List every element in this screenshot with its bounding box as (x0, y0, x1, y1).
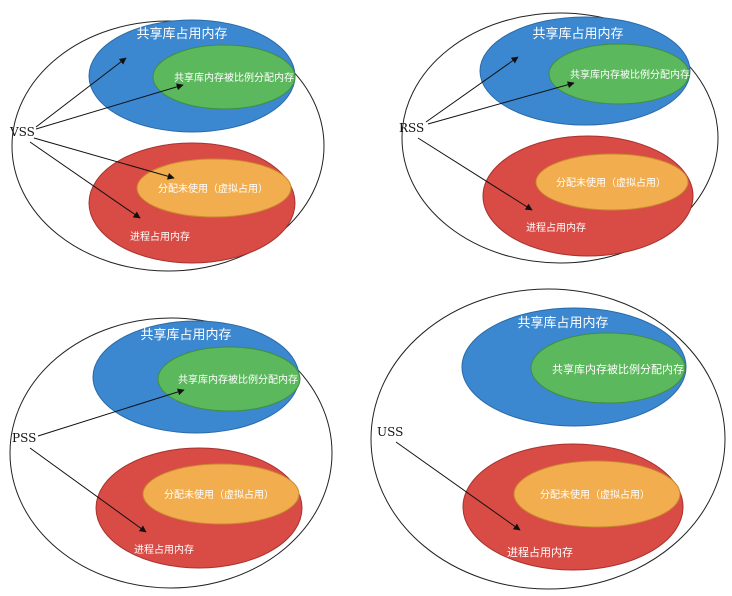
unused-ellipse (142, 463, 300, 525)
shared-part-ellipse (530, 332, 686, 404)
arrow-to-process (29, 141, 141, 219)
arrow-to-process (417, 137, 533, 211)
arrow-to-shared-part (37, 388, 185, 437)
shared-lib-label: 共享库占用内存 (517, 315, 608, 331)
shared-lib-label: 共享库占用内存 (532, 26, 623, 42)
metric-label: USS (377, 425, 403, 439)
shared-part-ellipse (548, 43, 690, 105)
unused-label: 分配未使用（虚拟占用） (164, 488, 274, 501)
arrow-to-process (29, 447, 147, 533)
metric-label: PSS (12, 431, 36, 445)
outer-ellipse (9, 317, 333, 589)
unused-label: 分配未使用（虚拟占用） (158, 182, 268, 195)
shared-part-label: 共享库内存被比例分配内存 (570, 68, 690, 81)
shared-part-label: 共享库内存被比例分配内存 (552, 362, 684, 376)
arrow-to-shared-lib (35, 57, 127, 128)
shared-lib-label: 共享库占用内存 (136, 26, 227, 42)
metric-label: RSS (399, 121, 424, 135)
arrow-to-process (395, 441, 521, 531)
unused-ellipse (513, 460, 681, 528)
unused-ellipse (535, 153, 689, 211)
shared-part-label: 共享库内存被比例分配内存 (178, 373, 298, 386)
panel-uss: 共享库占用内存 共享库内存被比例分配内存 分配未使用（虚拟占用） 进程占用内存 … (370, 288, 726, 590)
process-label: 进程占用内存 (507, 545, 573, 559)
shared-lib-label: 共享库占用内存 (140, 327, 231, 343)
unused-label: 分配未使用（虚拟占用） (540, 488, 650, 501)
panel-vss: 共享库占用内存 共享库内存被比例分配内存 分配未使用（虚拟占用） 进程占用内存 … (9, 19, 325, 272)
arrow-to-shared-lib (425, 56, 519, 123)
arrow-to-shared-part (35, 83, 184, 130)
panel-rss: 共享库占用内存 共享库内存被比例分配内存 分配未使用（虚拟占用） 进程占用内存 … (399, 12, 719, 264)
process-label: 进程占用内存 (526, 221, 586, 234)
shared-part-ellipse (152, 44, 296, 110)
process-label: 进程占用内存 (134, 543, 194, 556)
panel-pss: 共享库占用内存 共享库内存被比例分配内存 分配未使用（虚拟占用） 进程占用内存 … (9, 317, 333, 589)
unused-label: 分配未使用（虚拟占用） (556, 176, 666, 189)
metric-label: VSS (9, 125, 35, 139)
arrow-to-shared-part (427, 81, 575, 125)
outer-ellipse (370, 288, 726, 590)
arrow-to-unused (33, 137, 175, 180)
shared-part-ellipse (157, 346, 301, 412)
outer-ellipse (401, 12, 719, 264)
process-label: 进程占用内存 (130, 230, 190, 243)
shared-part-label: 共享库内存被比例分配内存 (174, 71, 294, 84)
unused-ellipse (136, 158, 292, 218)
